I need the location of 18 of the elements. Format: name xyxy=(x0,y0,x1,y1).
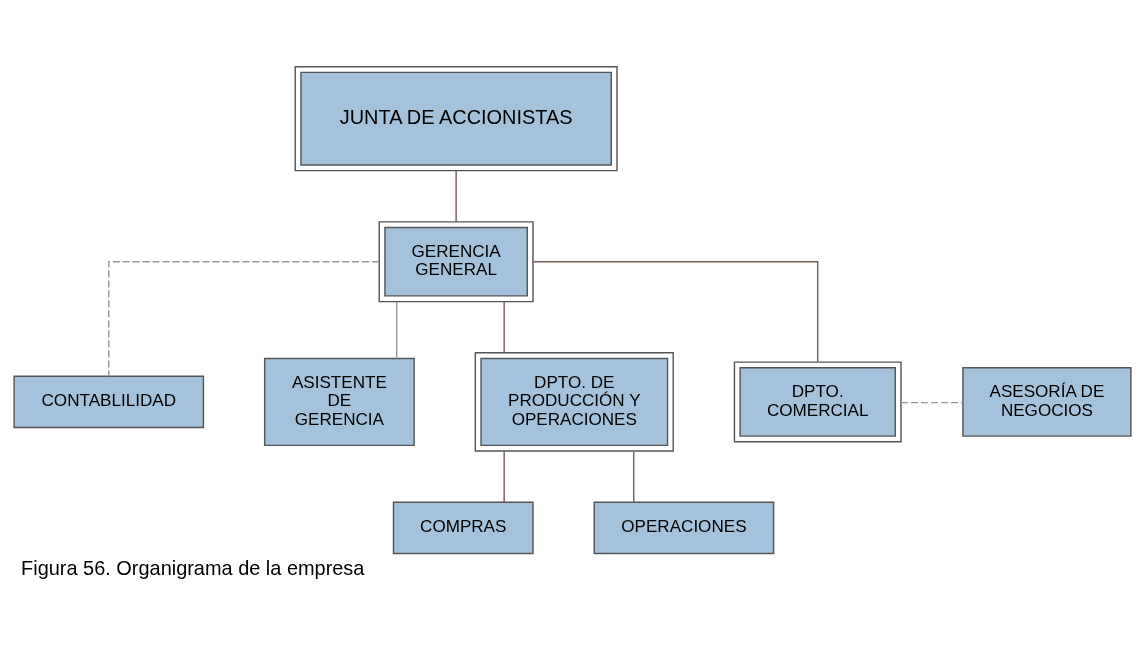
node-box: GERENCIA GENERAL xyxy=(378,220,534,302)
node-box: CONTABLILIDAD xyxy=(13,375,205,428)
connector xyxy=(503,300,505,353)
connector xyxy=(532,260,819,362)
caption: Figura 56. Organigrama de la empresa xyxy=(21,556,365,579)
node-box: ASESORÍA DE NEGOCIOS xyxy=(962,366,1132,437)
node-box: OPERACIONES xyxy=(593,501,775,554)
connector xyxy=(633,450,635,503)
connector xyxy=(503,450,505,503)
node-box: ASISTENTE DE GERENCIA xyxy=(263,357,415,446)
connector xyxy=(455,169,457,222)
node-box: DPTO. COMERCIAL xyxy=(733,360,902,442)
node-box: JUNTA DE ACCIONISTAS xyxy=(294,65,618,171)
node-box: DPTO. DE PRODUCCIÓN Y OPERACIONES xyxy=(474,351,674,452)
connector xyxy=(108,260,380,377)
connector xyxy=(900,401,964,403)
connector xyxy=(396,300,398,359)
node-box: COMPRAS xyxy=(392,501,534,554)
